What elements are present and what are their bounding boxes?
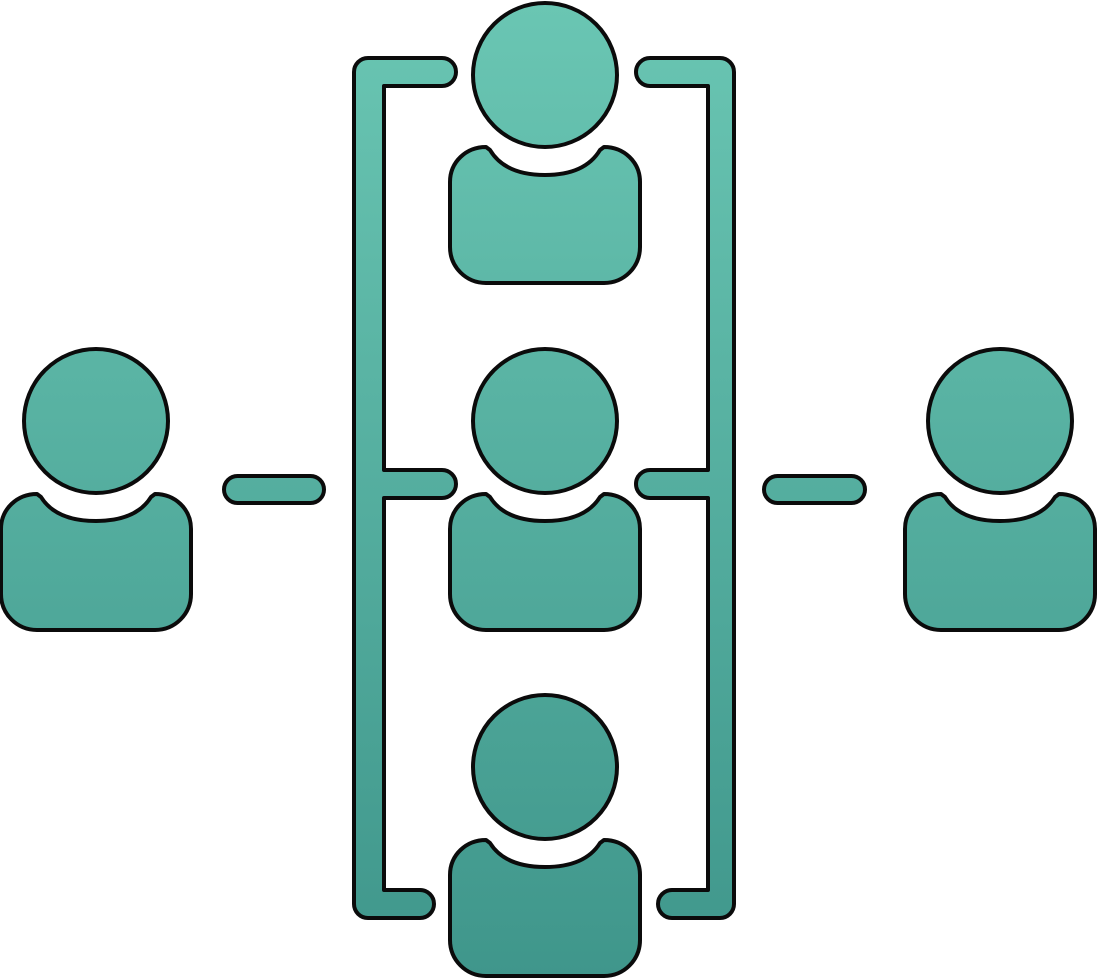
right-connector-dash	[762, 474, 867, 505]
person-right-body	[903, 492, 1097, 632]
person-middle-icon	[448, 347, 642, 632]
person-top-head	[471, 1, 619, 149]
person-top-body	[448, 145, 642, 285]
person-bottom-head	[471, 693, 619, 841]
person-middle-body	[448, 492, 642, 632]
person-left-head	[22, 347, 170, 495]
left-bracket	[352, 56, 458, 920]
person-bottom-body	[448, 838, 642, 978]
person-left-icon	[0, 347, 193, 632]
person-right-icon	[903, 347, 1097, 632]
person-bottom-icon	[448, 693, 642, 978]
person-left-body	[0, 492, 193, 632]
person-middle-head	[471, 347, 619, 495]
person-right-head	[926, 347, 1074, 495]
left-connector-dash	[222, 474, 326, 505]
right-bracket	[634, 56, 736, 920]
person-top-icon	[448, 1, 642, 285]
